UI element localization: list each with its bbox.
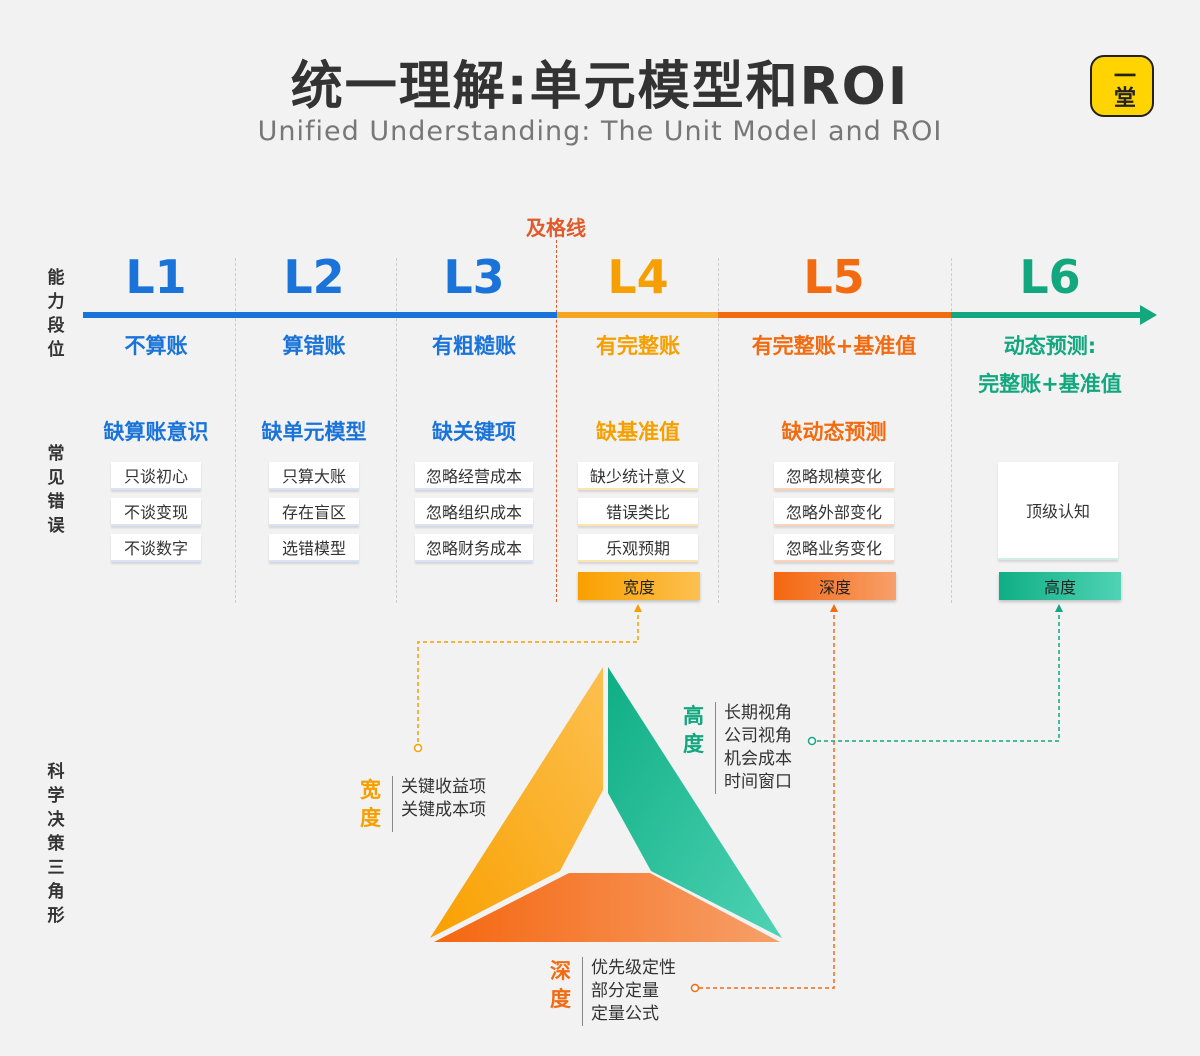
error-item: 乐观预期	[578, 534, 698, 562]
height-items: 长期视角公司视角机会成本时间窗口	[715, 702, 792, 794]
stage-label: 有完整账+基准值	[751, 334, 917, 358]
dimension-tag: 深度	[774, 572, 896, 600]
missing-label: 缺单元模型	[261, 420, 367, 444]
column-divider	[396, 258, 397, 603]
stage-label: 不算账	[124, 334, 188, 358]
stage-label: 有粗糙账	[432, 334, 516, 358]
stage-label: 有完整账	[596, 334, 680, 358]
triangle-height-note: 高度 长期视角公司视角机会成本时间窗口	[683, 702, 792, 794]
error-item: 只算大账	[269, 462, 359, 490]
level-l5: L5	[803, 250, 865, 304]
missing-label: 缺动态预测	[781, 420, 887, 444]
error-item: 存在盲区	[269, 498, 359, 526]
side-label-mistakes: 常见错误	[47, 444, 65, 536]
error-item: 只谈初心	[111, 462, 201, 490]
stage-label: 动态预测:	[1003, 334, 1097, 358]
height-label: 高度	[683, 704, 704, 756]
error-item: 忽略财务成本	[415, 534, 533, 562]
level-l4: L4	[607, 250, 669, 304]
error-item: 不谈变现	[111, 498, 201, 526]
column-divider	[718, 258, 719, 603]
error-item: 顶级认知	[998, 462, 1118, 560]
side-label-triangle: 科学决策三角形	[47, 762, 65, 926]
error-item: 忽略规模变化	[774, 462, 894, 490]
error-item: 忽略经营成本	[415, 462, 533, 490]
missing-label: 缺关键项	[432, 420, 516, 444]
depth-label: 深度	[550, 959, 571, 1011]
stage-label: 算错账	[282, 334, 346, 358]
error-item: 缺少统计意义	[578, 462, 698, 490]
column-divider	[951, 258, 952, 603]
width-label: 宽度	[360, 778, 381, 830]
error-item: 忽略外部变化	[774, 498, 894, 526]
triangle-depth-note: 深度 优先级定性部分定量定量公式	[550, 957, 676, 1026]
brand-logo: 一堂	[1090, 55, 1154, 117]
side-label-ability: 能力段位	[47, 268, 65, 360]
error-item: 忽略业务变化	[774, 534, 894, 562]
column-divider	[235, 258, 236, 603]
width-items: 关键收益项关键成本项	[392, 776, 486, 832]
error-item: 错误类比	[578, 498, 698, 526]
error-item: 忽略组织成本	[415, 498, 533, 526]
error-item: 不谈数字	[111, 534, 201, 562]
triangle-width-segment	[430, 667, 603, 938]
triangle-height-segment	[608, 667, 782, 938]
stage-label-2: 完整账+基准值	[978, 372, 1122, 396]
passing-line	[556, 240, 557, 602]
missing-label: 缺算账意识	[103, 420, 209, 444]
triangle-depth-segment	[434, 873, 780, 942]
error-item: 选错模型	[269, 534, 359, 562]
passing-line-label: 及格线	[526, 216, 586, 240]
depth-items: 优先级定性部分定量定量公式	[582, 957, 676, 1026]
level-l6: L6	[1019, 250, 1081, 304]
dimension-tag: 宽度	[578, 572, 700, 600]
level-l2: L2	[283, 250, 345, 304]
page-subtitle: Unified Understanding: The Unit Model an…	[257, 116, 943, 147]
level-l1: L1	[125, 250, 187, 304]
level-l3: L3	[443, 250, 505, 304]
triangle-width-note: 宽度 关键收益项关键成本项	[360, 776, 486, 832]
dimension-tag: 高度	[999, 572, 1121, 600]
page-title: 统一理解:单元模型和ROI	[290, 57, 910, 117]
missing-label: 缺基准值	[596, 420, 680, 444]
